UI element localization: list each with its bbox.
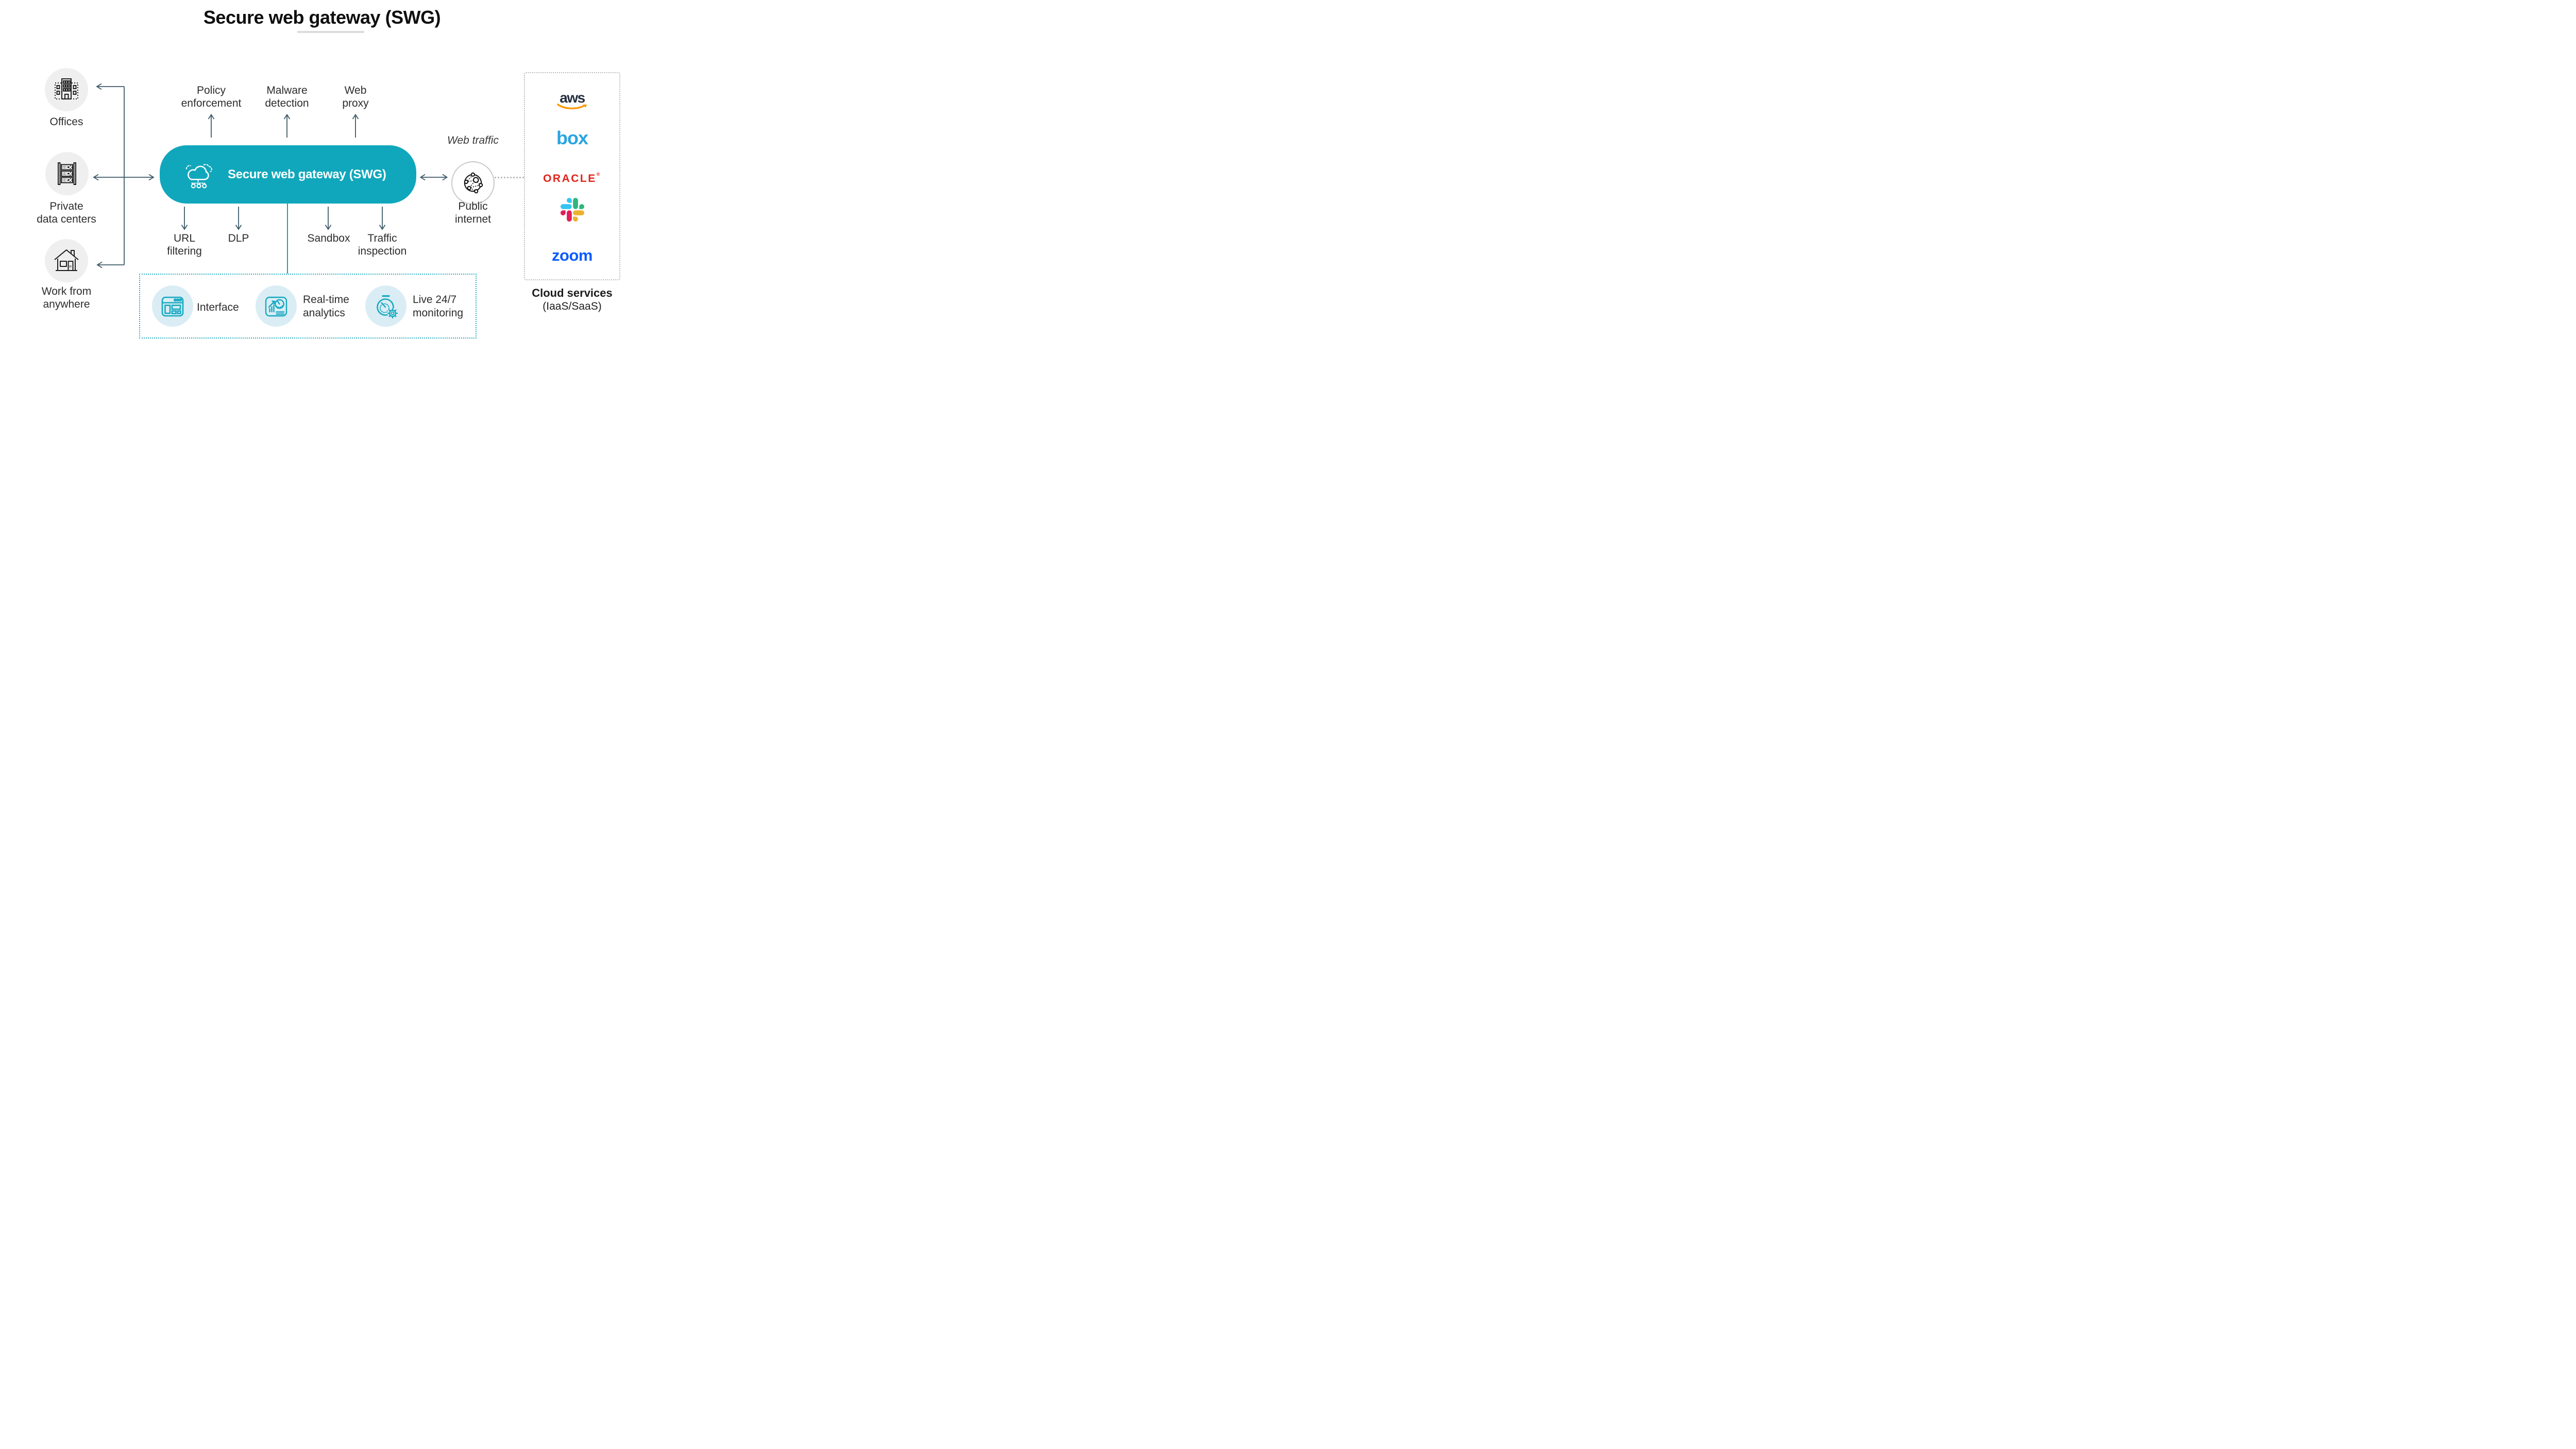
sandbox-label: Sandbox: [307, 232, 350, 244]
private-data-centers-circle: [45, 152, 89, 195]
arrow-sandbox: [325, 207, 332, 230]
analytics-feature-circle: [256, 285, 297, 327]
swg-infographic: Secure web gateway (SWG) Offices: [0, 0, 644, 362]
title-underline: [297, 31, 364, 33]
arrow-malware-detection: [283, 113, 291, 138]
work-from-anywhere-label: Work from anywhere: [41, 285, 92, 310]
monitoring-stopwatch-icon: [372, 292, 400, 320]
interface-feature-circle: [152, 285, 193, 327]
gateway-label: Secure web gateway (SWG): [228, 167, 386, 181]
public-internet-circle: [451, 161, 495, 205]
aws-smile-icon: [556, 104, 587, 110]
network-globe-icon: [461, 171, 485, 195]
web-traffic-label: Web traffic: [447, 134, 499, 146]
secure-web-gateway-pill: Secure web gateway (SWG): [160, 145, 416, 204]
slack-logo-icon: [525, 198, 619, 222]
gateway-internet-arrow: [419, 174, 448, 181]
offices-label: Offices: [49, 116, 83, 128]
monitoring-feature-circle: [365, 285, 406, 327]
offices-circle: [45, 68, 88, 111]
arrow-policy-enforcement: [208, 113, 215, 138]
realtime-analytics-icon: [262, 292, 290, 320]
dlp-label: DLP: [228, 232, 249, 244]
cloud-icon: [180, 160, 217, 189]
private-data-centers-label: Private data centers: [37, 200, 96, 225]
arrow-url-filtering: [181, 207, 188, 230]
cloud-services-caption: Cloud services (IaaS/SaaS): [532, 287, 613, 312]
left-connector-arrows: [93, 83, 155, 268]
arrow-web-proxy: [352, 113, 359, 138]
house-icon: [52, 246, 81, 275]
box-logo: box: [556, 127, 588, 148]
aws-logo: aws: [525, 91, 619, 111]
server-rack-icon: [53, 159, 81, 188]
work-from-anywhere-circle: [45, 239, 88, 282]
arrow-dlp: [235, 207, 242, 230]
office-building-icon: [52, 75, 81, 104]
page-title: Secure web gateway (SWG): [203, 7, 441, 28]
browser-interface-icon: [159, 292, 187, 320]
arrow-traffic-inspection: [379, 207, 386, 230]
oracle-logo: ORACLE®: [543, 172, 601, 184]
interface-label: Interface: [197, 301, 239, 313]
zoom-logo: zoom: [552, 246, 592, 264]
internet-cloud-dotted-link: [495, 177, 524, 178]
cloud-services-panel: aws box ORACLE® zoom: [524, 72, 620, 280]
gateway-feature-connector: [287, 204, 288, 274]
